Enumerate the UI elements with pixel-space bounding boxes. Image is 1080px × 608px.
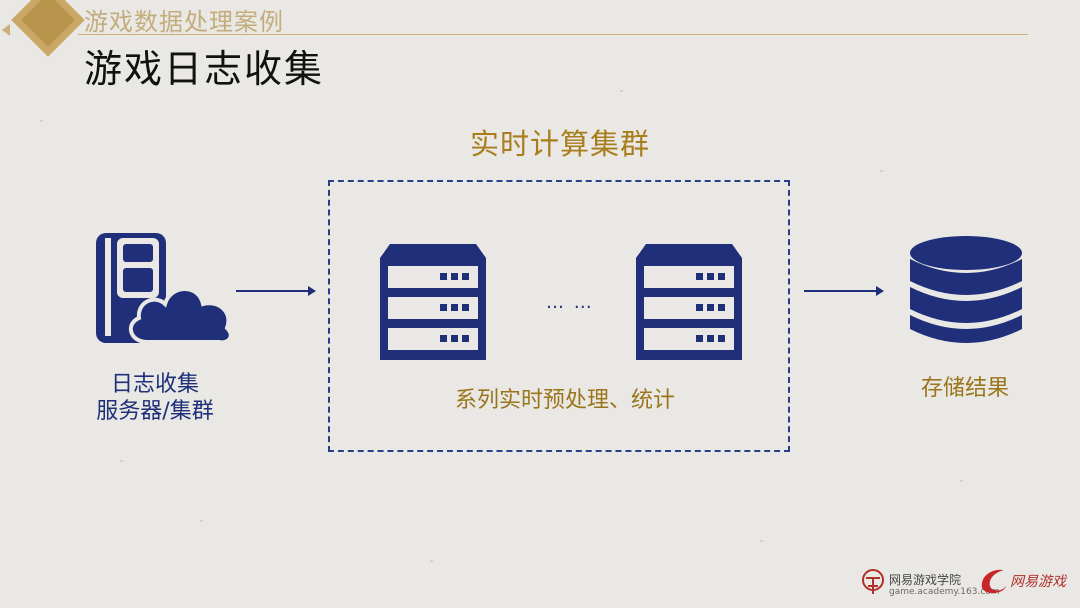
server-rack-icon bbox=[380, 244, 486, 360]
log-server-cloud-icon bbox=[96, 233, 233, 345]
source-label-line1: 日志收集 bbox=[110, 372, 199, 397]
netease-games-logo-icon bbox=[981, 569, 1006, 594]
source-label: 日志收集 服务器/集群 bbox=[70, 371, 240, 425]
cluster-title: 实时计算集群 bbox=[470, 127, 651, 161]
server-rack-icon bbox=[636, 244, 742, 360]
academy-logo-icon bbox=[862, 569, 884, 594]
academy-name: 网易游戏学院 bbox=[889, 573, 962, 587]
ellipsis: … … bbox=[546, 292, 594, 313]
section-title: 游戏数据处理案例 bbox=[84, 8, 284, 36]
header-divider bbox=[78, 34, 1028, 35]
process-label: 系列实时预处理、统计 bbox=[454, 388, 675, 413]
source-label-line2: 服务器/集群 bbox=[96, 399, 214, 424]
storage-label: 存储结果 bbox=[920, 376, 1009, 401]
cluster-boundary bbox=[328, 180, 790, 452]
page-title: 游戏日志收集 bbox=[84, 47, 325, 91]
header-triangle-decor bbox=[2, 24, 10, 36]
database-icon bbox=[910, 236, 1022, 343]
brand-name: 网易游戏 bbox=[1010, 574, 1066, 590]
header-diamond-decor bbox=[11, 0, 85, 57]
academy-url: game.academy.163.com bbox=[889, 587, 1000, 597]
arrow-to-storage bbox=[804, 286, 884, 296]
arrow-to-cluster bbox=[236, 286, 316, 296]
